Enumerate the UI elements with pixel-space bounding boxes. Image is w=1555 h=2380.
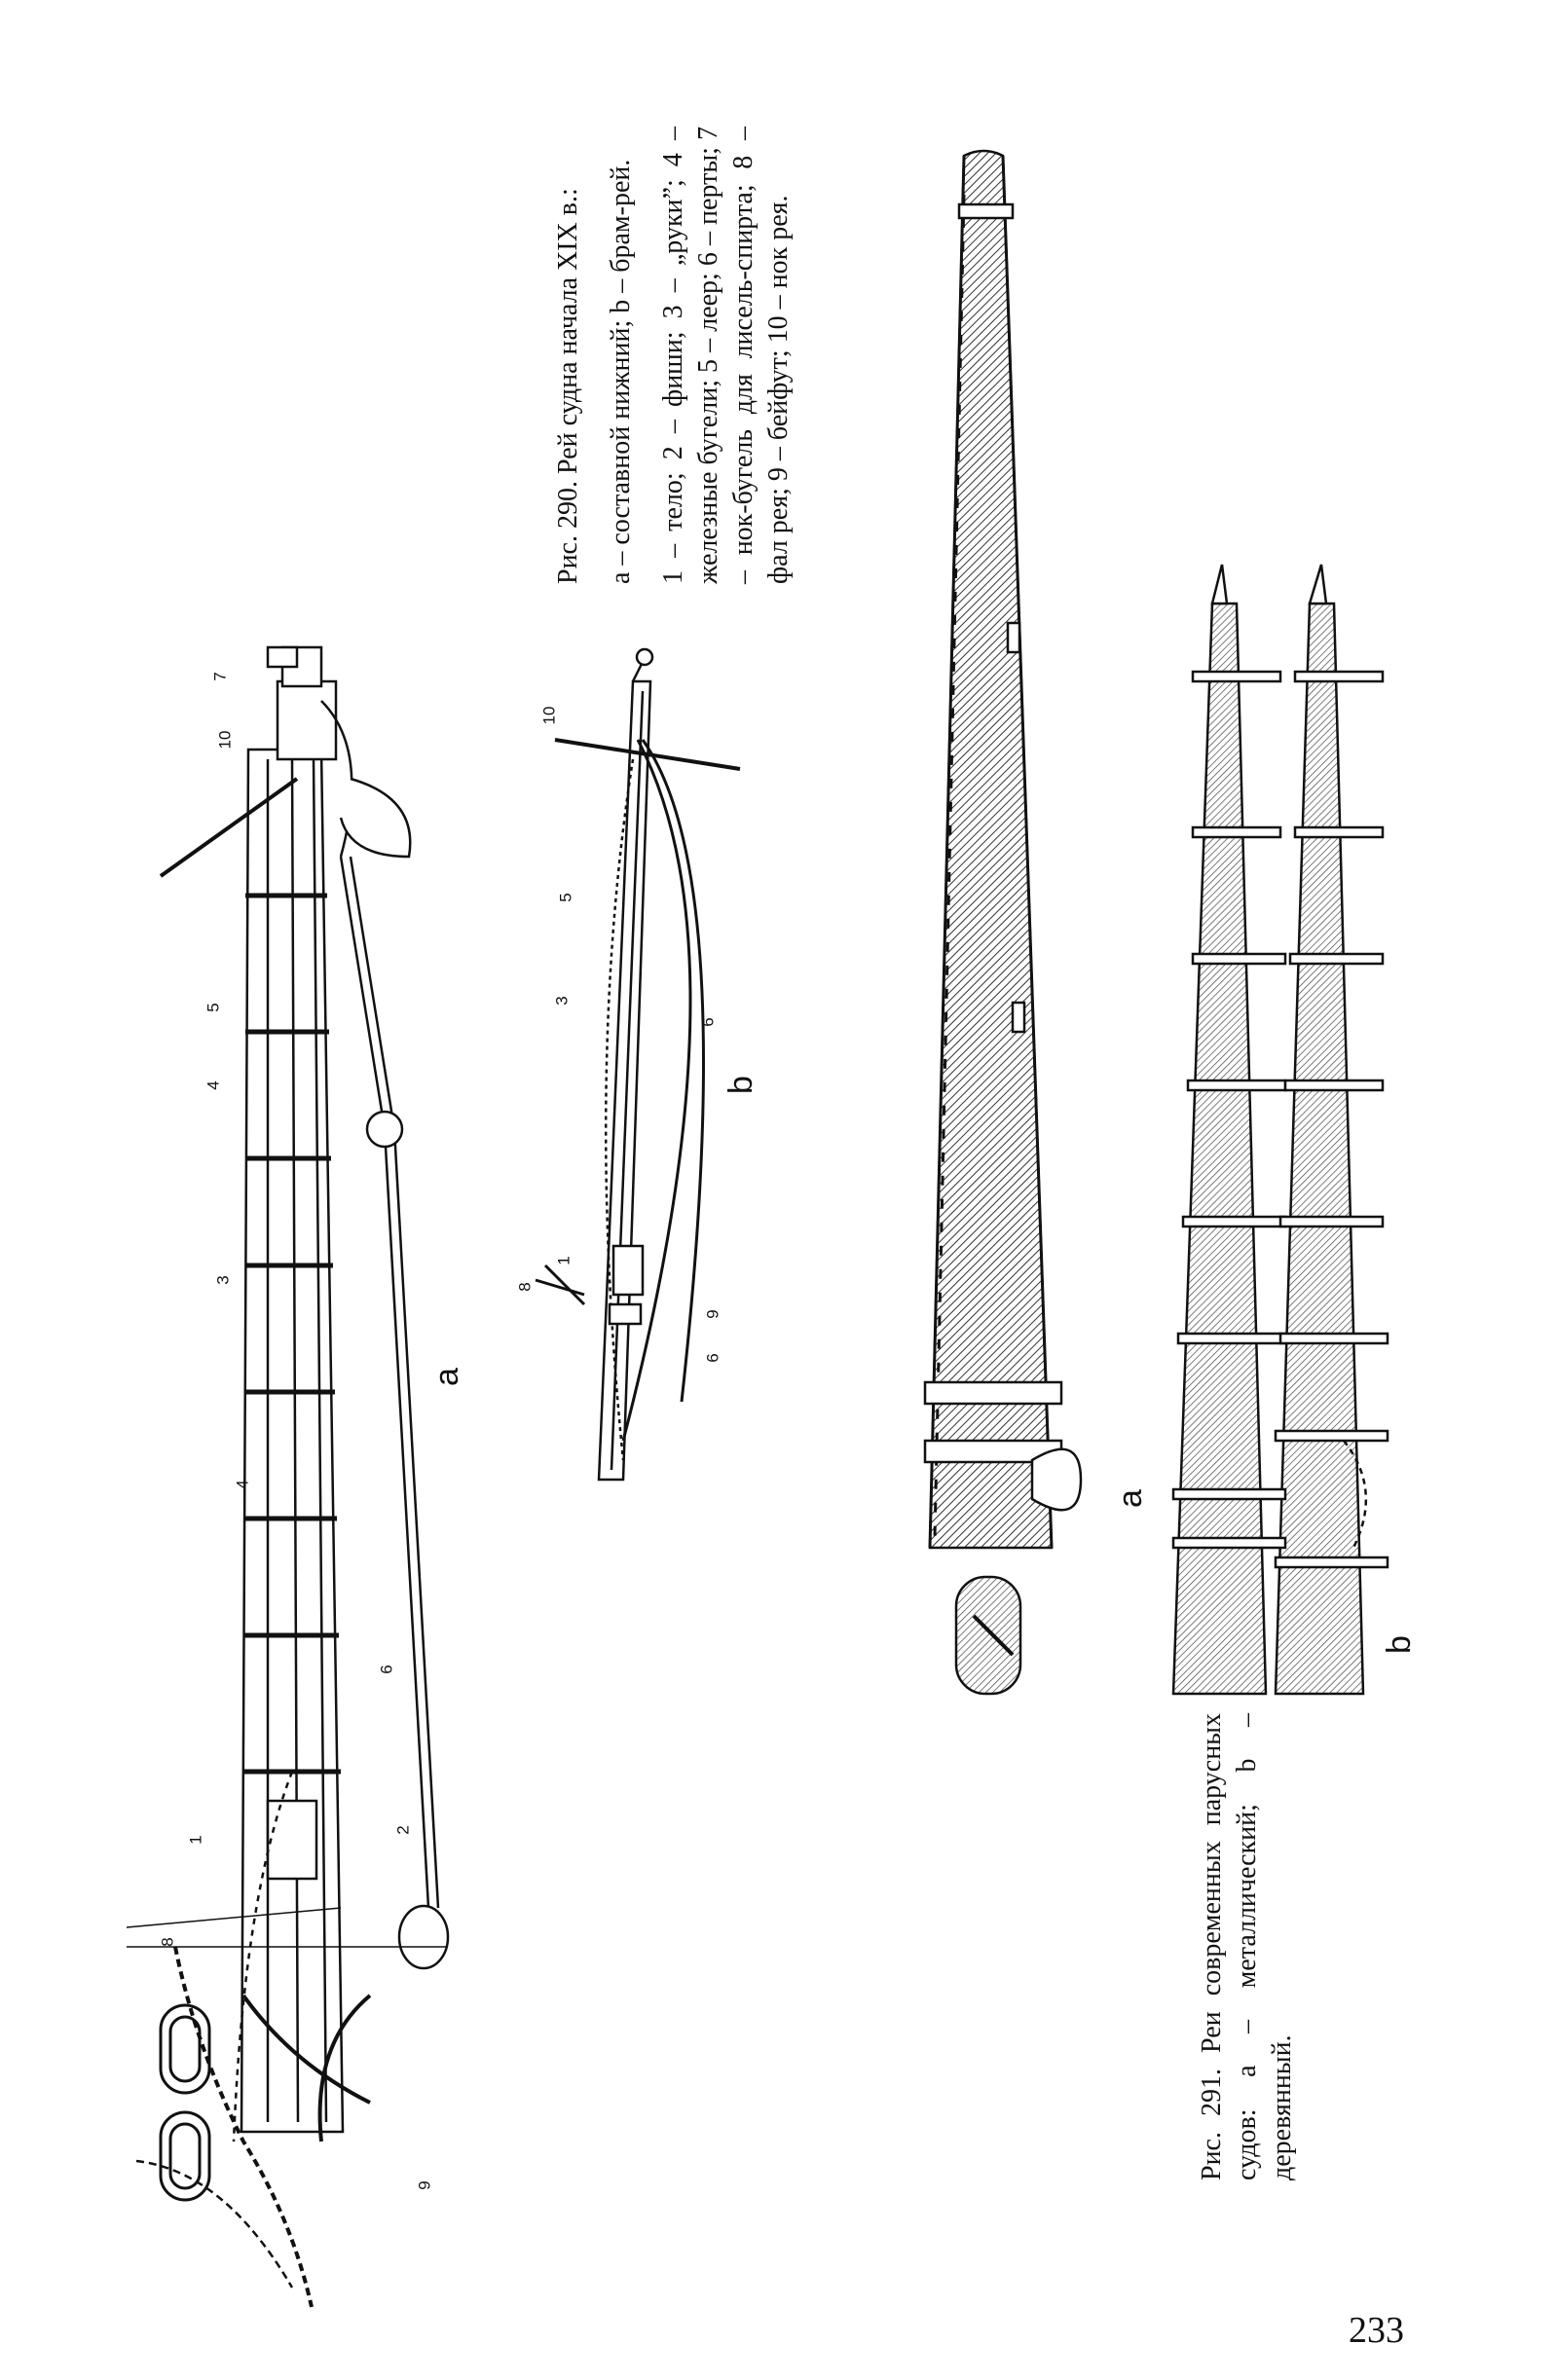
fig290-label-b: b (722, 1076, 759, 1094)
fig291b-yard-drawings (1171, 564, 1389, 1696)
fig291a-yard-drawing (923, 149, 1083, 1696)
callout-9: 9 (415, 2180, 434, 2190)
fig290-label-a: a (427, 1368, 465, 1386)
callout-b-8: 8 (515, 1282, 535, 1292)
callout-1: 1 (186, 1835, 205, 1845)
callout-10: 10 (215, 730, 235, 750)
fig291-label-a: a (1111, 1489, 1149, 1508)
callout-7: 7 (210, 672, 230, 681)
callout-8: 8 (158, 1937, 177, 1947)
fig291-caption: Рис. 291. Реи современных парусных судов… (1195, 1713, 1317, 2180)
callout-6: 6 (377, 1665, 396, 1674)
callout-b-6b: 6 (703, 1353, 722, 1363)
callout-2: 2 (393, 1825, 413, 1835)
fig290-caption: Рис. 290. Рей судна начала XIX в.: a – с… (551, 127, 814, 584)
fig290-caption-title: Рис. 290. Рей судна начала XIX в.: (553, 188, 583, 584)
page-number: 233 (1349, 2310, 1404, 2351)
callout-5: 5 (204, 1003, 223, 1012)
callout-b-9: 9 (703, 1309, 722, 1319)
callout-b-10: 10 (539, 706, 559, 725)
callout-4b: 4 (233, 1480, 252, 1489)
fig291-label-b: b (1380, 1635, 1418, 1654)
callout-b-5: 5 (556, 893, 575, 902)
fig290-caption-parts: a – составной нижний; b – брам-рей. (606, 159, 636, 584)
callout-b-6: 6 (698, 1017, 718, 1027)
callout-b-1: 1 (554, 1256, 574, 1265)
fig290a-yard-drawing (126, 645, 450, 2308)
callout-3: 3 (213, 1275, 233, 1285)
fig290-caption-legend: 1 – тело; 2 – фиши; 3 – „руки”; 4 – желе… (658, 127, 794, 584)
fig290b-yard-drawing (535, 647, 741, 1482)
fig291-caption-text: Рис. 291. Реи современных парусных судов… (1197, 1713, 1297, 2180)
callout-b-3: 3 (552, 996, 572, 1006)
callout-4: 4 (204, 1080, 223, 1090)
